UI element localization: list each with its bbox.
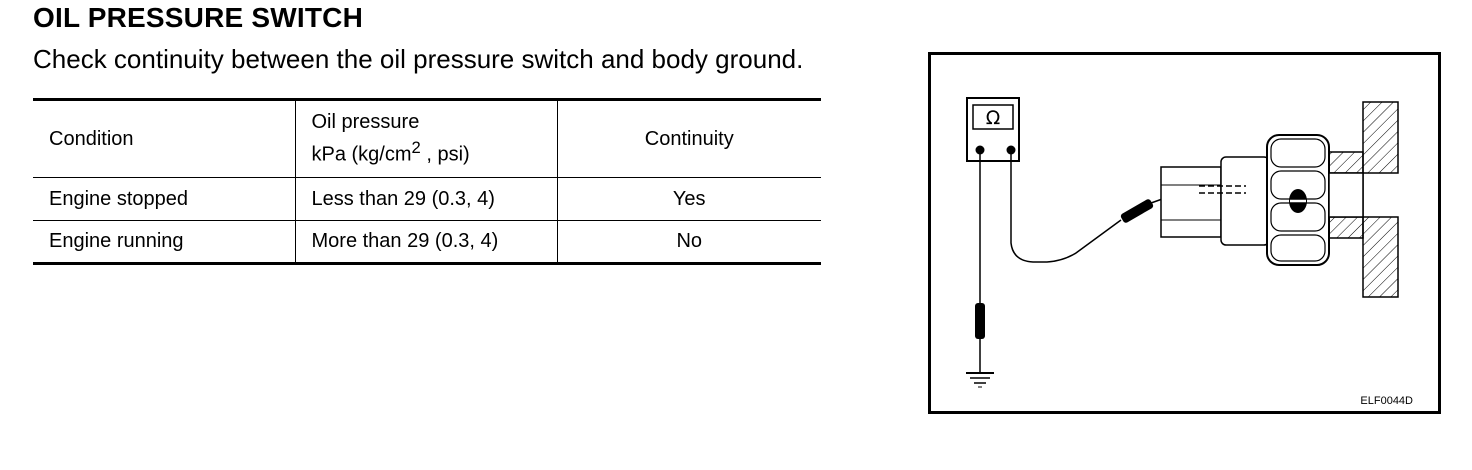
cell-continuity: No [676,230,703,252]
ground-lead [975,154,985,373]
table-row: Engine stopped Less than 29 (0.3, 4) Yes [33,177,821,221]
figure-code: ELF0044D [1360,395,1413,407]
cell-condition: Engine stopped [33,177,296,221]
header-oil-pressure: Oil pressure kPa (kg/cm2 , psi) [295,99,558,178]
ohmmeter-icon: Ω [966,97,1020,162]
header-condition: Condition [33,99,296,178]
table-row: Engine running More than 29 (0.3, 4) No [33,220,821,264]
units-superscript: 2 [411,138,421,158]
meter-symbol: Ω [986,107,1001,129]
page-title: OIL PRESSURE SWITCH [33,2,363,33]
header-oil-pressure-units: kPa (kg/cm2 , psi) [312,138,557,167]
instruction-text: Check continuity between the oil pressur… [33,44,804,74]
header-continuity: Continuity [644,127,734,150]
cell-condition: Engine running [33,220,296,264]
oil-pressure-switch-icon [1160,134,1364,266]
table-header-row: Condition Oil pressure kPa (kg/cm2 , psi… [33,99,821,178]
header-oil-pressure-label: Oil pressure [311,111,420,134]
specification-table: Condition Oil pressure kPa (kg/cm2 , psi… [33,98,821,265]
ground-symbol-icon [966,372,994,388]
cell-continuity: Yes [672,187,706,210]
engine-block [1327,101,1399,298]
cell-pressure: Less than 29 (0.3, 4) [295,177,558,221]
cell-pressure: More than 29 (0.3, 4) [295,220,558,264]
continuity-test-diagram: Ω [928,52,1441,414]
units-base: kPa (kg/cm [311,143,412,166]
units-rest: , psi) [420,143,470,166]
diagram-drawing: Ω [966,97,1399,388]
